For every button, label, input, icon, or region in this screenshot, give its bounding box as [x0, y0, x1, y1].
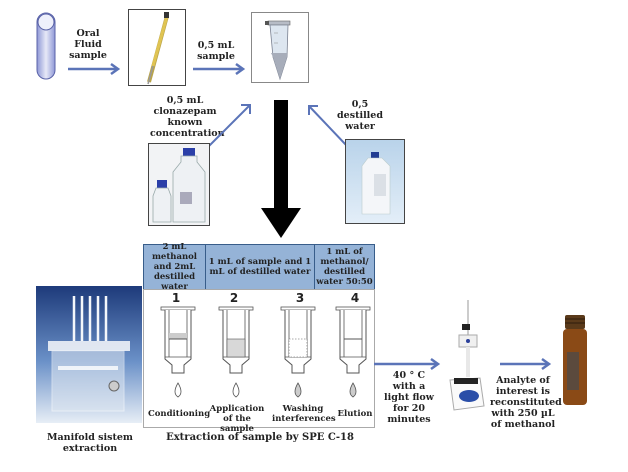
cartridge-conditioning: [160, 306, 196, 398]
manifold-image: [36, 286, 142, 423]
reconstitution-label: Analyte of interest is reconstituted wit…: [490, 375, 562, 430]
step-number-1: 1: [171, 291, 181, 305]
manifold-icon: [48, 296, 130, 412]
reagent-bottles-image: [148, 143, 210, 226]
cartridge-elution: [335, 306, 371, 398]
bottles-icon: [152, 148, 206, 223]
water-bottle-icon: [361, 152, 391, 215]
step-label-conditioning: Conditioning: [148, 409, 211, 419]
spe-header-conditioning: 2 mL methanol and 2mL destilled water: [143, 242, 206, 292]
eppendorf-tube-image: [251, 12, 309, 83]
spe-cartridges: [160, 306, 371, 398]
arrow-from-clonazepam: [206, 104, 251, 149]
cartridge-application: [218, 306, 254, 398]
evaporation-label: 40 ° C with a light flow for 20 minutes: [384, 370, 434, 425]
manifold-label: Manifold sistem extraction: [47, 432, 133, 454]
pipette-icon: [147, 12, 169, 85]
amber-vial-image: [560, 314, 590, 408]
microtube-icon: [265, 20, 291, 81]
spe-header-elution: 1 mL of methanol/ destilled water 50:50: [314, 244, 375, 290]
pipette-image: [128, 9, 186, 86]
step-label-elution: Elution: [337, 409, 373, 419]
amber-vial-icon: [563, 315, 587, 405]
step-number-3: 3: [295, 291, 305, 305]
main-down-arrow: [261, 100, 301, 238]
step-number-2: 2: [229, 291, 239, 305]
clonazepam-label: 0,5 mL clonazepam known concentration: [150, 95, 225, 139]
cartridge-washing: [280, 306, 316, 398]
arrow-to-tube: [193, 62, 246, 76]
distilled-water-label: 0,5 destilled water: [337, 99, 383, 132]
step-label-application: Application of the sample: [209, 404, 265, 434]
arrow-to-evaporator: [374, 357, 441, 371]
test-tube-icon: [36, 12, 56, 80]
oral-fluid-label: Oral Fluid sample: [69, 28, 107, 61]
water-bottle-image: [345, 139, 405, 224]
nitrogen-evaporator-icon: [449, 300, 485, 411]
sample-volume-label: 0,5 mL sample: [197, 40, 235, 62]
arrow-to-vial: [500, 357, 552, 371]
spe-caption: Extraction of sample by SPE C-18: [166, 432, 354, 443]
arrow-to-pipette: [68, 62, 121, 76]
step-number-4: 4: [350, 291, 360, 305]
spe-header-sample-washing: 1 mL of sample and 1 mL of destilled wat…: [205, 244, 315, 290]
arrow-from-water: [308, 105, 348, 147]
evaporator-image: [446, 300, 486, 412]
step-label-washing: Washing interferences: [272, 404, 336, 424]
